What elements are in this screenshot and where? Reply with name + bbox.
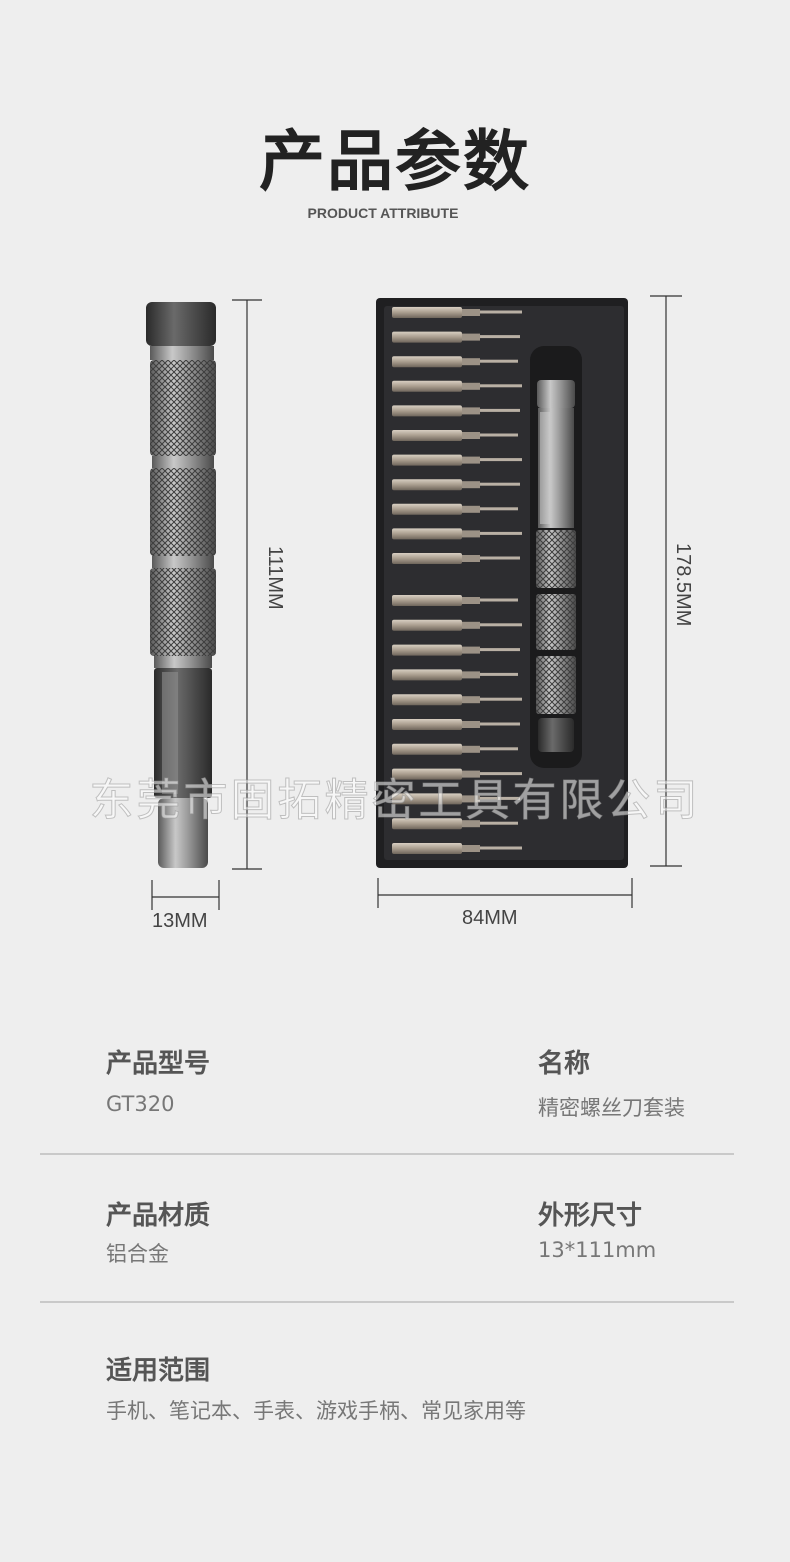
case-dimension-lines (377, 295, 682, 908)
size-value: 13*111mm (538, 1238, 657, 1262)
screwdriver-bit (392, 843, 522, 854)
product-illustration (146, 295, 682, 910)
handle-length-label: 111MM (264, 546, 286, 610)
screwdriver-bit (392, 331, 520, 343)
screwdriver-bit (392, 595, 518, 606)
screwdriver-bit (392, 356, 518, 368)
screwdriver-handle-image (146, 302, 216, 868)
screwdriver-bit (392, 307, 522, 318)
divider (40, 1153, 734, 1155)
screwdriver-bit (392, 454, 522, 466)
screwdriver-bit (392, 619, 522, 631)
screwdriver-bit (392, 380, 522, 392)
usage-value: 手机、笔记本、手表、游戏手柄、常见家用等 (106, 1399, 526, 1423)
page-subtitle: PRODUCT ATTRIBUTE (307, 205, 459, 221)
screwdriver-bit (392, 405, 520, 417)
screwdriver-bit (392, 768, 522, 780)
model-value: GT320 (106, 1092, 175, 1116)
screwdriver-bit (392, 644, 520, 656)
bit-rows (392, 307, 522, 854)
material-label: 产品材质 (106, 1201, 211, 1231)
divider (40, 1301, 734, 1303)
case-height-label: 178.5MM (672, 543, 694, 627)
screwdriver-bit (392, 793, 520, 805)
screwdriver-bit (392, 818, 518, 830)
screwdriver-bit (392, 669, 518, 681)
model-label: 产品型号 (106, 1049, 211, 1079)
screwdriver-bit (392, 479, 520, 491)
material-value: 铝合金 (106, 1242, 169, 1266)
screwdriver-bit (392, 743, 518, 755)
page-title: 产品参数 (259, 123, 531, 200)
screwdriver-bit (392, 719, 520, 730)
case-width-label: 84MM (462, 907, 518, 929)
screwdriver-bit (392, 528, 522, 540)
handle-dimension-lines (151, 299, 262, 910)
screwdriver-bit (392, 553, 520, 564)
screwdriver-bit (392, 503, 518, 515)
screwdriver-bit (392, 430, 518, 441)
usage-label: 适用范围 (106, 1356, 211, 1386)
size-label: 外形尺寸 (538, 1201, 643, 1231)
handle-diameter-label: 13MM (152, 910, 208, 932)
name-value: 精密螺丝刀套装 (538, 1096, 685, 1120)
screwdriver-bit (392, 694, 522, 706)
name-label: 名称 (538, 1049, 591, 1079)
